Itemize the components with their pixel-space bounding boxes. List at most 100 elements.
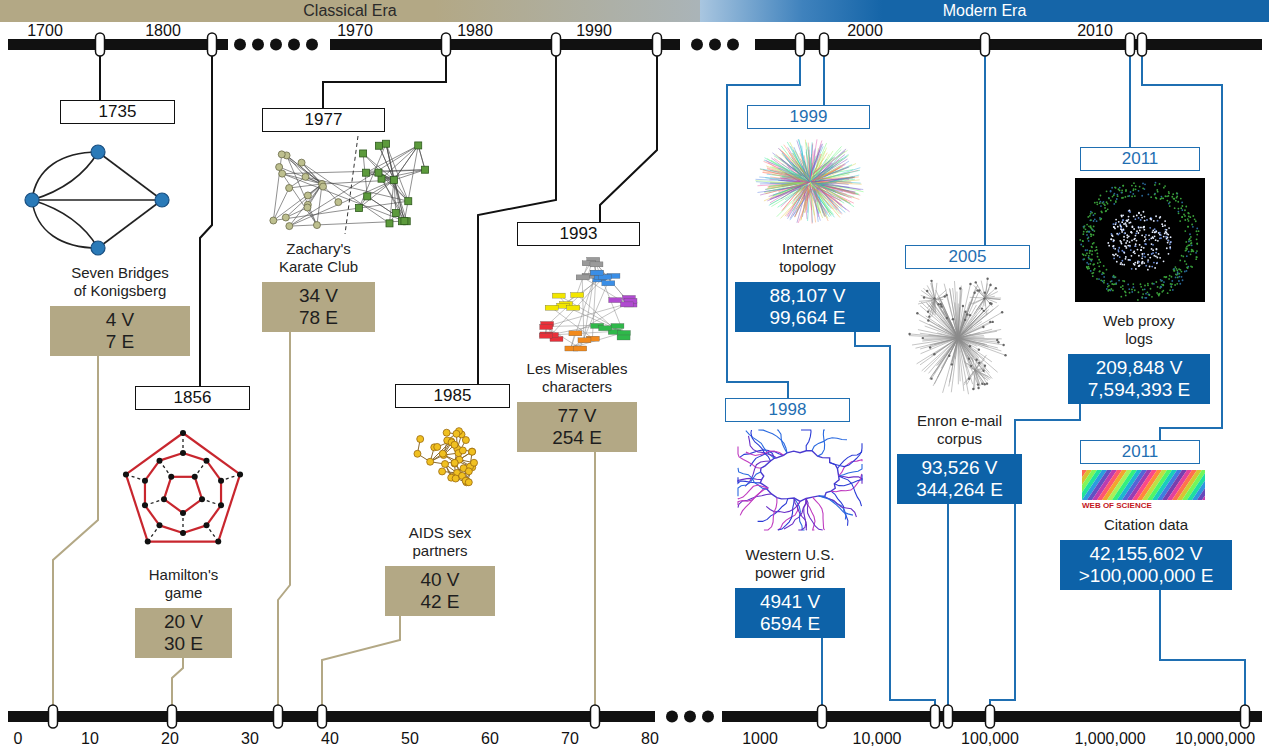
host-dot: [1141, 297, 1143, 299]
host-dot: [1088, 257, 1090, 259]
network-title: Hamilton's game: [139, 566, 229, 602]
character-vertex: [617, 330, 630, 335]
leader-line: [323, 52, 446, 108]
host-dot: [1177, 273, 1179, 275]
host-dot: [1120, 226, 1122, 228]
axis-bar: [8, 711, 655, 722]
graph-edge: [937, 338, 958, 378]
host-dot: [1144, 183, 1146, 185]
graph-edge: [382, 145, 419, 178]
host-dot: [1170, 241, 1172, 243]
host-dot: [1170, 285, 1172, 287]
character-vertex: [609, 298, 622, 303]
graph-edge: [159, 461, 171, 477]
member-vertex: [313, 222, 320, 229]
host-dot: [1132, 226, 1134, 228]
member-vertex: [422, 166, 429, 173]
axis-tick: [653, 33, 662, 56]
host-dot: [1166, 229, 1168, 231]
host-dot: [1090, 219, 1092, 221]
host-dot: [1156, 262, 1158, 264]
axis-label: 2010: [1077, 22, 1113, 39]
host-dot: [1154, 231, 1156, 233]
graph-edge: [279, 167, 322, 184]
year-value: 1735: [99, 101, 137, 122]
graph-edge: [954, 281, 958, 338]
host-dot: [1173, 198, 1175, 200]
les-miserables-network: [539, 257, 637, 351]
host-dot: [1090, 213, 1092, 215]
host-dot: [1082, 240, 1084, 242]
grid-line: [798, 498, 806, 530]
host-dot: [1185, 250, 1187, 252]
host-dot: [1160, 286, 1162, 288]
host-dot: [1166, 247, 1168, 249]
member-vertex: [276, 164, 283, 171]
member-vertex: [375, 142, 382, 149]
host-dot: [1089, 263, 1091, 265]
host-dot: [1122, 288, 1124, 290]
host-dot: [1145, 243, 1147, 245]
axis-break-dot: [691, 39, 703, 51]
host-dot: [1134, 195, 1136, 197]
member-vertex: [320, 183, 327, 190]
graph-edge: [818, 182, 831, 183]
network-entry: Hamilton's game20 V30 E: [135, 566, 232, 658]
host-dot: [1119, 233, 1121, 235]
host-dot: [1181, 276, 1183, 278]
host-dot: [1151, 253, 1153, 255]
host-dot: [1134, 252, 1136, 254]
host-dot: [1128, 222, 1130, 224]
person-vertex: [452, 475, 459, 482]
graph-edge: [935, 298, 958, 338]
host-dot: [1119, 256, 1121, 258]
host-dot: [1091, 250, 1093, 252]
host-dot: [1164, 185, 1166, 187]
year-box: 2011: [1080, 147, 1200, 171]
axis-tick: [820, 33, 829, 56]
graph-vertex: [930, 377, 932, 379]
image-ground: [1075, 178, 1205, 302]
host-dot: [1121, 192, 1123, 194]
graph-edge: [811, 150, 841, 179]
host-dot: [1127, 237, 1129, 239]
character-vertex: [590, 270, 603, 275]
host-dot: [1163, 281, 1165, 283]
graph-vertex: [927, 310, 929, 312]
graph-edge: [287, 155, 306, 176]
host-dot: [1087, 238, 1089, 240]
network-entry: Seven Bridges of Konigsberg4 V7 E: [50, 264, 190, 356]
graph-edge: [778, 148, 809, 182]
network-title: Les Miserables characters: [520, 360, 635, 396]
graph-edge: [985, 298, 986, 315]
graph-edge: [935, 290, 946, 300]
host-dot: [1085, 228, 1087, 230]
host-dot: [1121, 192, 1123, 194]
graph-edge: [975, 370, 990, 379]
host-dot: [1185, 206, 1187, 208]
host-dot: [1107, 290, 1109, 292]
count-box: 40 V42 E: [385, 566, 495, 616]
host-dot: [1098, 271, 1100, 273]
axis-break-dot: [684, 711, 696, 723]
host-dot: [1091, 246, 1093, 248]
host-dot: [1132, 283, 1134, 285]
host-dot: [1118, 188, 1120, 190]
bridge-edge: [32, 152, 98, 200]
graph-edge: [967, 355, 975, 370]
host-dot: [1146, 291, 1148, 293]
axis-break-dot: [252, 39, 264, 51]
host-dot: [1090, 235, 1092, 237]
graph-vertex: [908, 333, 910, 335]
host-dot: [1129, 246, 1131, 248]
host-dot: [1184, 260, 1186, 262]
host-dot: [1159, 257, 1161, 259]
host-dot: [1156, 189, 1158, 191]
host-dot: [1092, 229, 1094, 231]
host-dot: [1181, 209, 1183, 211]
graph-edge: [958, 338, 987, 345]
year-value: 1985: [434, 385, 472, 406]
host-dot: [1131, 240, 1133, 242]
host-dot: [1139, 186, 1141, 188]
year-value: 1998: [769, 399, 807, 420]
